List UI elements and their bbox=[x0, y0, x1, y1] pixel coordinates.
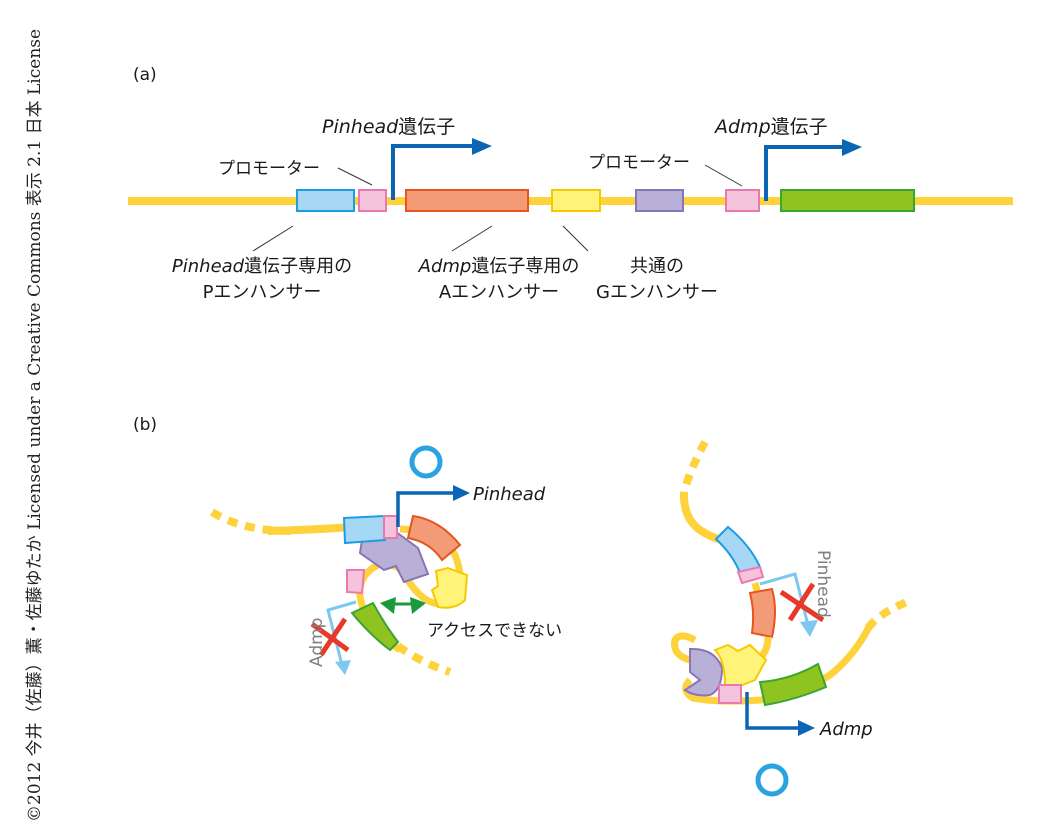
g-enhancer-label-line1: 共通の bbox=[630, 256, 684, 277]
dna-dashed-tail-right bbox=[864, 596, 914, 631]
dna-dashed-tail-left bbox=[209, 508, 291, 535]
a-enhancer bbox=[551, 189, 601, 212]
panel-b: (b) Pi bbox=[133, 415, 914, 797]
a-enhancer-gene-name: Admp bbox=[418, 256, 472, 277]
a-enhancer-label-line2: Aエンハンサー bbox=[439, 282, 559, 303]
access-blocked-arrow-icon bbox=[380, 597, 426, 614]
promoter-leader-2 bbox=[704, 164, 743, 187]
admp-transcription-arrow bbox=[764, 145, 844, 201]
pinhead-gene bbox=[405, 189, 529, 212]
pinhead-active-arrow bbox=[396, 491, 455, 527]
g-enhancer-leader bbox=[562, 225, 589, 252]
access-blocked-label: アクセスできない bbox=[427, 621, 562, 641]
pinhead-transcription-arrow bbox=[391, 144, 474, 200]
pinhead-blocked-cross-icon bbox=[779, 582, 825, 623]
pinhead-blocked-label: Pinhead bbox=[813, 550, 833, 618]
admp-blocked-arrow bbox=[326, 600, 357, 666]
admp-gene bbox=[780, 189, 915, 212]
admp-active-label: Admp bbox=[819, 719, 873, 740]
g-enhancer-label-line2: Gエンハンサー bbox=[596, 282, 718, 303]
pinhead-active-arrow-head bbox=[453, 485, 470, 501]
admp-active-arrow bbox=[745, 692, 800, 730]
admp-promoter-left bbox=[346, 569, 366, 595]
panel-b-label: (b) bbox=[133, 415, 157, 435]
admp-gene-right bbox=[758, 662, 828, 707]
pinhead-active-label: Pinhead bbox=[473, 484, 546, 505]
dna-dashed-tail-top bbox=[680, 440, 709, 494]
dna-dashed-tail-bottom bbox=[395, 642, 452, 676]
active-ok-circle-right bbox=[755, 763, 789, 797]
pinhead-gene-right bbox=[748, 587, 776, 639]
admp-gene-name: Admp bbox=[713, 116, 771, 138]
promoter-label-1: プロモーター bbox=[218, 159, 320, 179]
promoter-label-2: プロモーター bbox=[588, 153, 690, 173]
pinhead-gene-name: Pinhead bbox=[322, 116, 399, 138]
p-enhancer-leader bbox=[252, 225, 294, 252]
pinhead-arrow-head bbox=[472, 138, 492, 155]
a-enhancer-right bbox=[713, 643, 768, 690]
a-enhancer-label-line1: Admp遺伝子専用の bbox=[418, 256, 580, 277]
admp-arrow-head bbox=[842, 139, 862, 156]
p-enhancer-gene-name: Pinhead bbox=[172, 256, 245, 277]
p-enhancer-label-suffix: 遺伝子専用の bbox=[244, 256, 352, 277]
dna-strand-left bbox=[267, 523, 353, 535]
pinhead-gene-curved bbox=[406, 514, 462, 562]
g-enhancer bbox=[635, 189, 684, 212]
p-enhancer-label-line1: Pinhead遺伝子専用の bbox=[172, 256, 352, 277]
pinhead-promoter-right bbox=[736, 565, 765, 585]
g-enhancer-right bbox=[683, 647, 724, 697]
admp-blocked-label: Admp bbox=[307, 618, 327, 667]
admp-promoter-right bbox=[718, 684, 742, 704]
p-enhancer-bound bbox=[342, 514, 387, 545]
admp-blocked-arrow-head bbox=[335, 660, 351, 675]
a-enhancer-curved bbox=[430, 566, 469, 609]
dna-strand-right-top bbox=[679, 491, 723, 544]
admp-blocked-cross-icon bbox=[310, 617, 350, 657]
a-enhancer-leader bbox=[451, 225, 493, 252]
admp-gene-suffix: 遺伝子 bbox=[771, 116, 828, 138]
pinhead-gene-suffix: 遺伝子 bbox=[398, 116, 455, 138]
dna-loop-right-2 bbox=[682, 623, 874, 705]
panel-a: (a) Pinhead遺伝子 Admp遺伝子 プロモーター プ bbox=[128, 65, 1013, 303]
p-enhancer bbox=[296, 189, 355, 212]
p-enhancer-right bbox=[714, 525, 762, 575]
panel-a-label: (a) bbox=[133, 65, 157, 85]
admp-promoter bbox=[725, 189, 760, 212]
admp-active-arrow-head bbox=[798, 720, 815, 736]
active-ok-circle bbox=[409, 445, 443, 479]
pinhead-active-loop: Pinhead Admp アクセスできない bbox=[209, 445, 562, 676]
admp-active-loop: Admp Pinhead bbox=[671, 440, 914, 797]
a-enhancer-label-suffix: 遺伝子専用の bbox=[471, 256, 579, 277]
admp-gene-curved bbox=[350, 601, 400, 652]
license-credit: ©2012 今井（佐藤）薫・佐藤ゆたか Licensed under a Cre… bbox=[25, 29, 45, 822]
pinhead-promoter bbox=[358, 189, 387, 212]
admp-gene-label: Admp遺伝子 bbox=[713, 116, 828, 138]
pinhead-gene-label: Pinhead遺伝子 bbox=[322, 116, 455, 138]
pinhead-blocked-arrow-head bbox=[800, 620, 818, 637]
g-enhancer-bound bbox=[358, 530, 430, 584]
pinhead-promoter-bound bbox=[383, 515, 398, 539]
p-enhancer-label-line2: Pエンハンサー bbox=[203, 282, 322, 303]
promoter-leader-1 bbox=[337, 167, 373, 186]
